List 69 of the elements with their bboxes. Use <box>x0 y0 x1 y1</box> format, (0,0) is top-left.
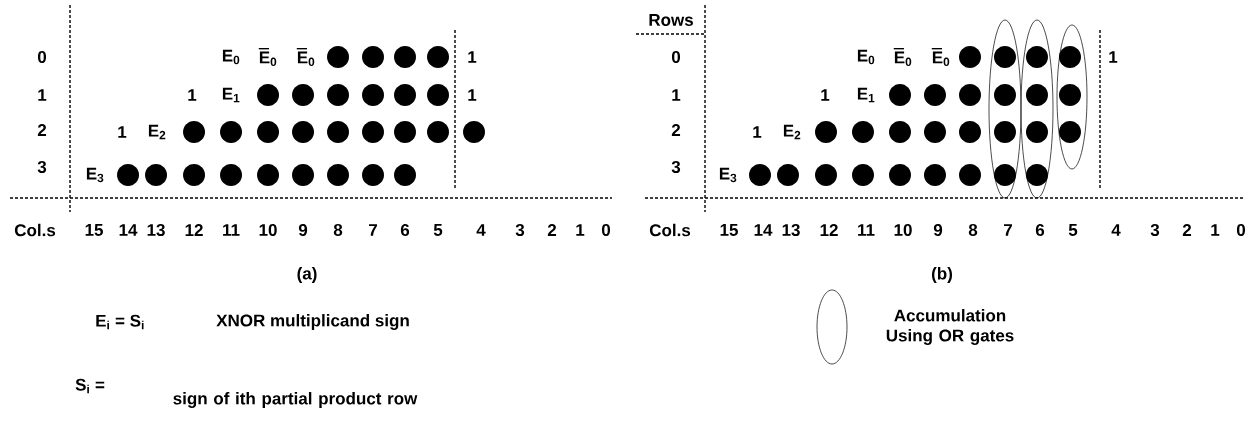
definition-text: S$_{i}$ = <box>75 378 105 394</box>
column-number: 13 <box>147 223 165 236</box>
column-number: 5 <box>433 224 443 236</box>
column-number: 4 <box>476 224 486 236</box>
column-number: 8 <box>968 223 978 236</box>
panel-label: (a) <box>297 267 317 283</box>
column-number: 0 <box>1236 223 1245 236</box>
sign-bit: E$_{2}$ <box>148 124 166 140</box>
column-number: 15 <box>85 224 103 236</box>
column-number: 12 <box>185 224 203 236</box>
column-number: 7 <box>369 224 377 236</box>
row-number: 1 <box>672 89 681 101</box>
sign-bit: E$_{0}$ <box>296 47 315 66</box>
sign-bit: E$_{0}$ <box>222 49 240 65</box>
column-number: 4 <box>1111 224 1121 236</box>
row-number: 2 <box>671 124 681 136</box>
row-number: 3 <box>671 160 681 173</box>
constant-bit: 1 <box>468 51 477 63</box>
row-number: 2 <box>37 124 47 136</box>
row-number: 3 <box>37 160 47 173</box>
sign-bit: E$_{1}$ <box>857 87 875 103</box>
column-number: 1 <box>1211 224 1220 236</box>
constant-bit: 1 <box>118 126 127 138</box>
axis-label: Col.s <box>649 223 691 237</box>
column-number: 5 <box>1068 224 1078 236</box>
sign-bit: E$_{0}$ <box>931 47 950 66</box>
constant-bit: 1 <box>753 126 762 138</box>
column-number: 14 <box>754 224 773 236</box>
sign-bit: E$_{1}$ <box>222 87 240 103</box>
row-number: 1 <box>38 89 47 101</box>
sign-bit: E$_{2}$ <box>783 124 801 140</box>
column-number: 9 <box>298 223 308 236</box>
constant-bit: 1 <box>468 89 477 101</box>
sign-bit: E$_{3}$ <box>86 167 104 183</box>
legend-item: Accumulation Using OR gates <box>816 289 1014 365</box>
column-number: 10 <box>894 223 912 236</box>
column-number: 10 <box>259 223 277 236</box>
panel-label: (b) <box>932 267 952 283</box>
axis-label: Col.s <box>14 223 56 237</box>
column-number: 9 <box>933 223 943 236</box>
constant-bit: 1 <box>1109 51 1118 63</box>
row-number: 0 <box>37 51 47 63</box>
column-number: 12 <box>820 224 838 236</box>
definition-text: XNOR multiplicand sign <box>216 314 409 330</box>
column-number: 6 <box>400 223 410 236</box>
column-number: 11 <box>223 224 240 236</box>
sign-bit: E$_{0}$ <box>893 47 912 66</box>
column-number: 2 <box>1182 224 1192 236</box>
column-number: 7 <box>1004 224 1012 236</box>
definition-text: sign of ith partial product row <box>173 392 418 408</box>
sign-bit: E$_{0}$ <box>857 49 875 65</box>
sign-bit: E$_{3}$ <box>719 167 737 183</box>
row-number: 0 <box>671 51 681 63</box>
column-number: 3 <box>1150 223 1160 236</box>
axis-label: Rows <box>649 14 693 26</box>
column-number: 1 <box>576 224 585 236</box>
constant-bit: 1 <box>188 89 197 101</box>
column-number: 14 <box>119 224 138 236</box>
column-number: 15 <box>720 224 738 236</box>
constant-bit: 1 <box>821 89 830 101</box>
column-number: 2 <box>547 224 557 236</box>
definition-text: E$_{i}$ = S$_{i}$ <box>96 314 144 330</box>
column-number: 13 <box>782 223 800 236</box>
column-number: 8 <box>333 223 343 236</box>
column-number: 11 <box>858 224 875 236</box>
column-number: 3 <box>515 223 525 236</box>
column-number: 6 <box>1035 223 1045 236</box>
column-number: 0 <box>601 223 611 236</box>
sign-bit: E$_{0}$ <box>258 47 277 66</box>
